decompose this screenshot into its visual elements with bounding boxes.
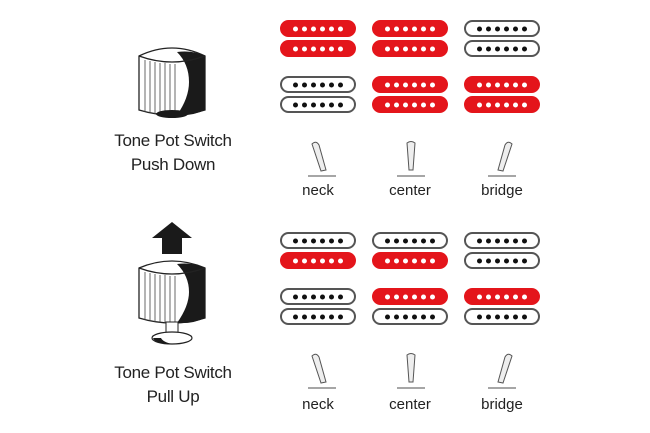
position-label-center: center: [389, 396, 431, 413]
position-label-neck: neck: [302, 182, 334, 199]
coil: [464, 308, 540, 325]
coil: [280, 288, 356, 305]
lever-right-icon: [488, 353, 516, 389]
coil: [372, 76, 448, 93]
knob-pulled-icon: [138, 260, 206, 345]
title-line1: Tone Pot Switch: [114, 131, 232, 150]
coil: [372, 20, 448, 37]
coil: [280, 232, 356, 249]
coil: [372, 308, 448, 325]
lever-center-icon: [397, 141, 425, 177]
coil: [280, 96, 356, 113]
lever-left-icon: [308, 141, 336, 177]
title-line2: Pull Up: [146, 387, 200, 406]
coil: [280, 308, 356, 325]
lever-right-icon: [488, 141, 516, 177]
up-arrow-icon: [152, 222, 192, 254]
position-label-neck: neck: [302, 396, 334, 413]
position-label-bridge: bridge: [481, 396, 523, 413]
lever-left-icon: [308, 353, 336, 389]
coil: [464, 96, 540, 113]
coil: [372, 288, 448, 305]
coil: [280, 20, 356, 37]
coil: [464, 288, 540, 305]
title-line2: Push Down: [130, 155, 216, 174]
coil: [280, 40, 356, 57]
coil: [464, 20, 540, 37]
position-label-center: center: [389, 182, 431, 199]
position-label-bridge: bridge: [481, 182, 523, 199]
coil: [464, 232, 540, 249]
coil: [372, 40, 448, 57]
knob-pushed-icon: [138, 47, 206, 118]
coil: [280, 76, 356, 93]
coil: [372, 252, 448, 269]
title-line1: Tone Pot Switch: [114, 363, 232, 382]
coil: [280, 252, 356, 269]
coil: [464, 40, 540, 57]
lever-center-icon: [397, 353, 425, 389]
coil: [372, 232, 448, 249]
coil: [464, 252, 540, 269]
coil: [372, 96, 448, 113]
coil: [464, 76, 540, 93]
